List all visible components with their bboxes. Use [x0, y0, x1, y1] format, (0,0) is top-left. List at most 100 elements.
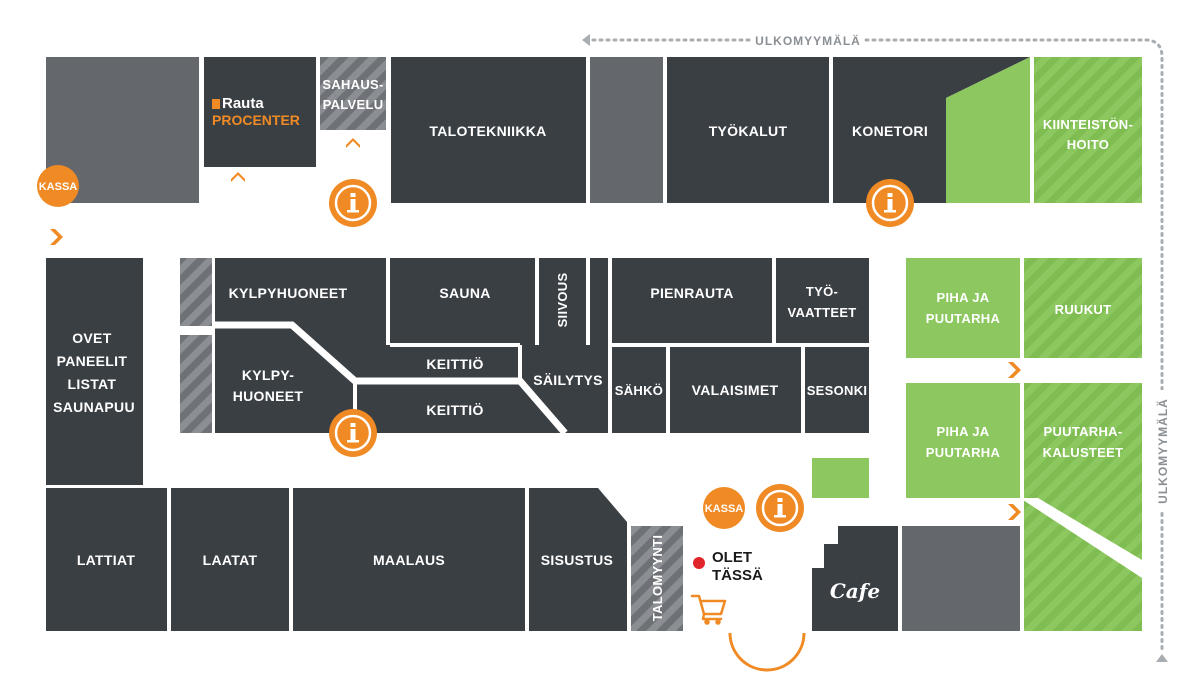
dept-laatat: LAATAT — [171, 488, 289, 631]
tyokalut-label: TYÖKALUT — [709, 123, 788, 139]
piha1-line2: PUUTARHA — [926, 311, 1001, 326]
siivous-label: SIIVOUS — [555, 273, 570, 328]
kassa1-label: KASSA — [39, 181, 78, 193]
kylpyhuoneet2-line2: HUONEET — [233, 388, 304, 404]
dept-talotekniikka: TALOTEKNIIKKA — [391, 57, 586, 203]
keittio1-label: KEITTIÖ — [426, 356, 483, 372]
kalusteet-line2: KALUSTEET — [1043, 445, 1124, 460]
dept-sesonki: SESONKI — [805, 347, 869, 433]
cafe-label: Cafe — [830, 579, 880, 603]
kylpyhuoneet2-line1: KYLPY- — [242, 367, 294, 383]
chevron-right-icon — [50, 229, 63, 245]
info-icon[interactable] — [327, 407, 379, 459]
sauna-label: SAUNA — [439, 285, 490, 301]
dept-tyokalut: TYÖKALUT — [667, 57, 829, 203]
dept-pienrauta: PIENRAUTA — [612, 258, 772, 343]
ulkomyymala-side-label: ULKOMYYMÄLÄ — [1155, 398, 1170, 504]
chevron-up-icon — [231, 172, 245, 182]
area-green-small — [812, 458, 869, 498]
laatat-label: LAATAT — [203, 552, 258, 568]
keittio2-label: KEITTIÖ — [426, 402, 483, 418]
area-hatch-left-top — [180, 258, 212, 326]
kassa-marker-left[interactable]: KASSA — [37, 165, 79, 207]
piha1-line1: PIHA JA — [937, 290, 990, 305]
kiinteisto-line1: KIINTEISTÖN- — [1043, 117, 1133, 132]
kiinteisto-line2: HOITO — [1067, 137, 1109, 152]
area-hatch-left-bottom — [180, 335, 212, 433]
outdoor-route: ULKOMYYMÄLÄ ULKOMYYMÄLÄ — [582, 30, 1172, 662]
dept-valaisimet: VALAISIMET — [670, 347, 801, 433]
area-green-bottom — [1024, 526, 1142, 631]
svg-text:SAHAUS-PALVELU: SAHAUS- PALVELU — [322, 77, 383, 112]
konetori-label: KONETORI — [852, 123, 928, 139]
chevron-right-icon — [1008, 362, 1021, 378]
dept-talomyynti: TALOMYYNTI — [631, 526, 683, 631]
sisustus-label: SISUSTUS — [541, 552, 613, 568]
middle-dividers — [215, 258, 590, 436]
dept-piha1: PIHA JA PUUTARHA — [906, 258, 1020, 358]
area-green-wedge — [946, 57, 1030, 203]
you-are-here-line2: TÄSSÄ — [712, 567, 763, 584]
svg-text:KIINTEISTÖN-HOITO: KIINTEISTÖN- HOITO — [1043, 117, 1133, 152]
chevron-right-icon — [1008, 504, 1021, 520]
dept-sisustus: SISUSTUS — [529, 488, 627, 631]
talomyynti-label: TALOMYYNTI — [650, 535, 665, 622]
tyovaatteet-line1: TYÖ- — [806, 284, 838, 299]
svg-text:KYLPY-HUONEET: KYLPY- HUONEET — [233, 367, 304, 404]
pienrauta-label: PIENRAUTA — [650, 285, 733, 301]
dept-tyovaatteet: TYÖ- VAATTEET — [776, 258, 869, 343]
svg-text:TYÖ-VAATTEET: TYÖ- VAATTEET — [787, 284, 856, 320]
area-grey-mid — [590, 57, 663, 203]
brand-line2: PROCENTER — [212, 112, 300, 128]
ovet-line4: SAUNAPUU — [53, 399, 135, 415]
you-are-here-line1: OLET — [712, 549, 752, 566]
kylpyhuoneet1-label: KYLPYHUONEET — [229, 285, 348, 301]
svg-text:PUUTARHA-KALUSTEET: PUUTARHA- KALUSTEET — [1043, 424, 1124, 460]
dept-sahauspalvelu: SAHAUS- PALVELU — [320, 57, 386, 130]
piha2-line1: PIHA JA — [937, 424, 990, 439]
svg-text:OVET PANEELIT LIST: OVET PANEELIT LISTAT SAUNAPUU — [53, 330, 135, 415]
cart-icon — [690, 594, 727, 625]
dept-konetori: KONETORI — [833, 57, 1030, 203]
dept-kiinteistonhoito: KIINTEISTÖN- HOITO — [1034, 57, 1142, 203]
maalaus-label: MAALAUS — [373, 552, 445, 568]
dept-lattiat: LATTIAT — [46, 488, 167, 631]
talotekniikka-label: TALOTEKNIIKKA — [429, 123, 546, 139]
cafe-area: Cafe — [812, 526, 898, 631]
ruukut-label: RUUKUT — [1055, 302, 1112, 317]
dept-ruukut: RUUKUT — [1024, 258, 1142, 358]
kassa-marker-bottom[interactable]: KASSA — [703, 487, 745, 529]
brand-area: Rauta PROCENTER — [204, 57, 316, 167]
kalusteet-line1: PUUTARHA- — [1043, 424, 1122, 439]
dept-maalaus: MAALAUS — [293, 488, 525, 631]
dept-piha2: PIHA JA PUUTARHA — [906, 383, 1020, 498]
info-icon[interactable] — [754, 482, 806, 534]
chevron-up-icon — [346, 138, 360, 148]
sahaus-line1: SAHAUS- — [322, 77, 383, 92]
info-icon[interactable] — [864, 177, 916, 229]
sahaus-line2: PALVELU — [323, 97, 384, 112]
sahko-label: SÄHKÖ — [615, 383, 663, 398]
dept-ovet: OVET PANEELIT LISTAT SAUNAPUU — [46, 258, 143, 485]
location-dot-icon — [693, 557, 705, 569]
kassa2-label: KASSA — [705, 503, 744, 515]
ovet-line2: PANEELIT — [57, 353, 128, 369]
info-icon[interactable] — [327, 177, 379, 229]
valaisimet-label: VALAISIMET — [692, 382, 779, 398]
brand-line1: Rauta — [222, 95, 264, 112]
ovet-line1: OVET — [72, 330, 111, 346]
tyovaatteet-line2: VAATTEET — [787, 305, 856, 320]
dept-sahko: SÄHKÖ — [612, 347, 666, 433]
entrance-arc — [728, 632, 806, 672]
sailytys-label: SÄILYTYS — [533, 372, 603, 388]
ulkomyymala-top-label: ULKOMYYMÄLÄ — [755, 33, 861, 48]
sesonki-label: SESONKI — [807, 383, 868, 398]
ovet-line3: LISTAT — [68, 376, 117, 392]
lattiat-label: LATTIAT — [77, 552, 135, 568]
piha2-line2: PUUTARHA — [926, 445, 1001, 460]
